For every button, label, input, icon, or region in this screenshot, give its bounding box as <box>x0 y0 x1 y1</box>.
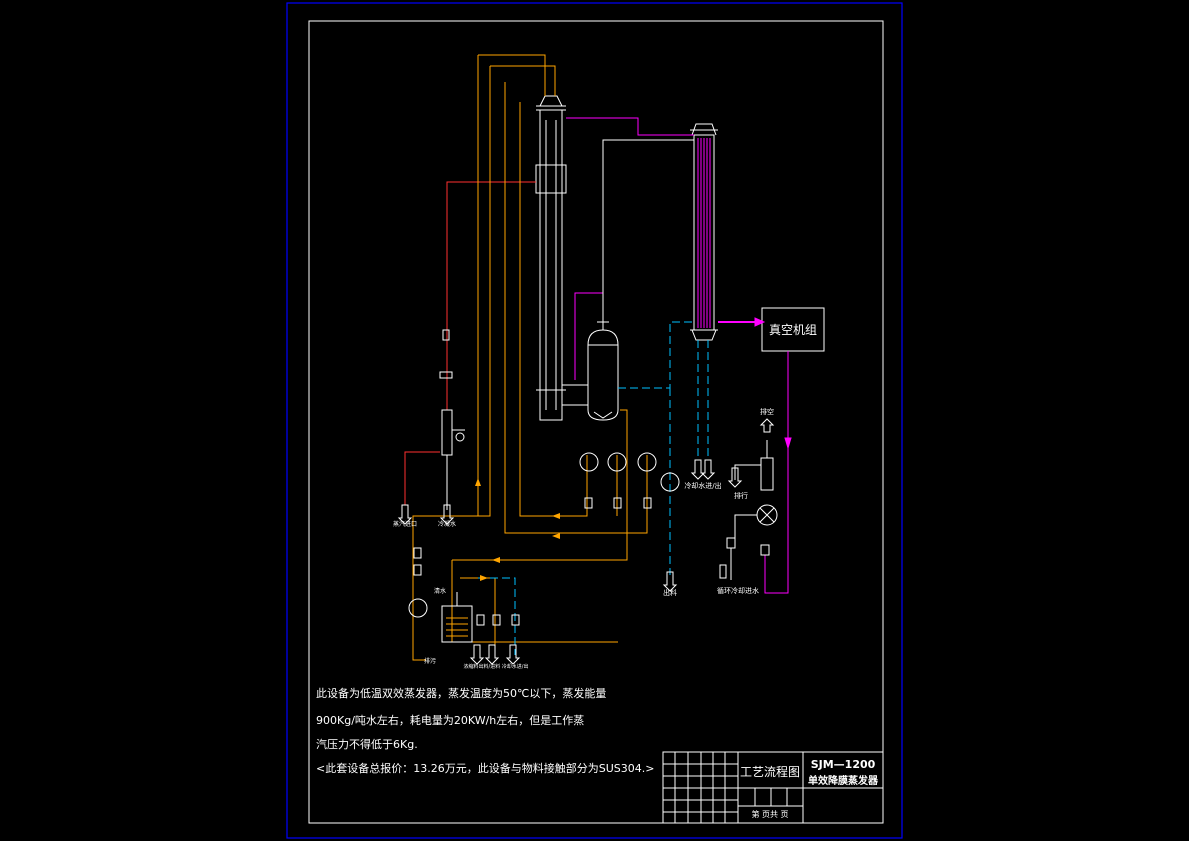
valves <box>413 329 770 626</box>
steam-line <box>404 181 536 505</box>
outlet-arrows <box>397 418 775 665</box>
vacuum-unit-label: 真空机组 <box>769 323 817 337</box>
sheet-label: 第 页共 页 <box>751 809 788 819</box>
condensate-label: 冷凝水 <box>438 520 456 528</box>
clean-water-label: 清水 <box>434 587 446 595</box>
feed-labels-bottom: 浓缩料出料/进料 冷却水进/出 <box>464 663 529 670</box>
drawing-code: SJM—1200 <box>811 758 876 771</box>
vapor-lines <box>566 117 792 594</box>
vent-label: 排污 <box>424 657 436 665</box>
drawing-name: 工艺流程图 <box>740 764 800 779</box>
note-line-3: 汽压力不得低于6Kg. <box>316 738 418 751</box>
condenser <box>690 123 718 341</box>
note-line-1: 此设备为低温双效蒸发器，蒸发温度为50℃以下，蒸发能量 <box>316 687 607 700</box>
vent-top-label: 排空 <box>760 407 774 416</box>
cooling-water-out-label: 冷却水进/出 <box>684 481 721 490</box>
inner-frame <box>308 20 884 824</box>
separator-vessel <box>562 321 619 421</box>
outer-frame <box>286 2 903 839</box>
cooling-water-in-label: 循环冷却进水 <box>717 586 759 595</box>
steam-in-label: 蒸汽进口 <box>393 520 417 528</box>
evaporator-column <box>535 95 567 421</box>
pumps <box>408 452 778 618</box>
note-line-2: 900Kg/吨水左右，耗电量为20KW/h左右，但是工作蒸 <box>316 714 585 727</box>
product-out-label: 出料 <box>663 588 677 597</box>
equipment-name: 单效降膜蒸发器 <box>808 774 879 787</box>
drain-label: 排行 <box>734 491 748 500</box>
steam-heater <box>441 409 465 510</box>
flow-arrows-orange <box>475 478 560 581</box>
vacuum-pump-assembly <box>730 440 774 580</box>
cooling-lines <box>478 321 709 655</box>
mix-tank <box>441 592 473 643</box>
title-block <box>662 751 884 824</box>
vacuum-unit-box <box>761 307 825 352</box>
note-line-4: <此套设备总报价：13.26万元，此设备与物料接触部分为SUS304.> <box>316 762 655 775</box>
feed-lines <box>412 54 648 661</box>
noncondensable-line <box>602 139 694 322</box>
